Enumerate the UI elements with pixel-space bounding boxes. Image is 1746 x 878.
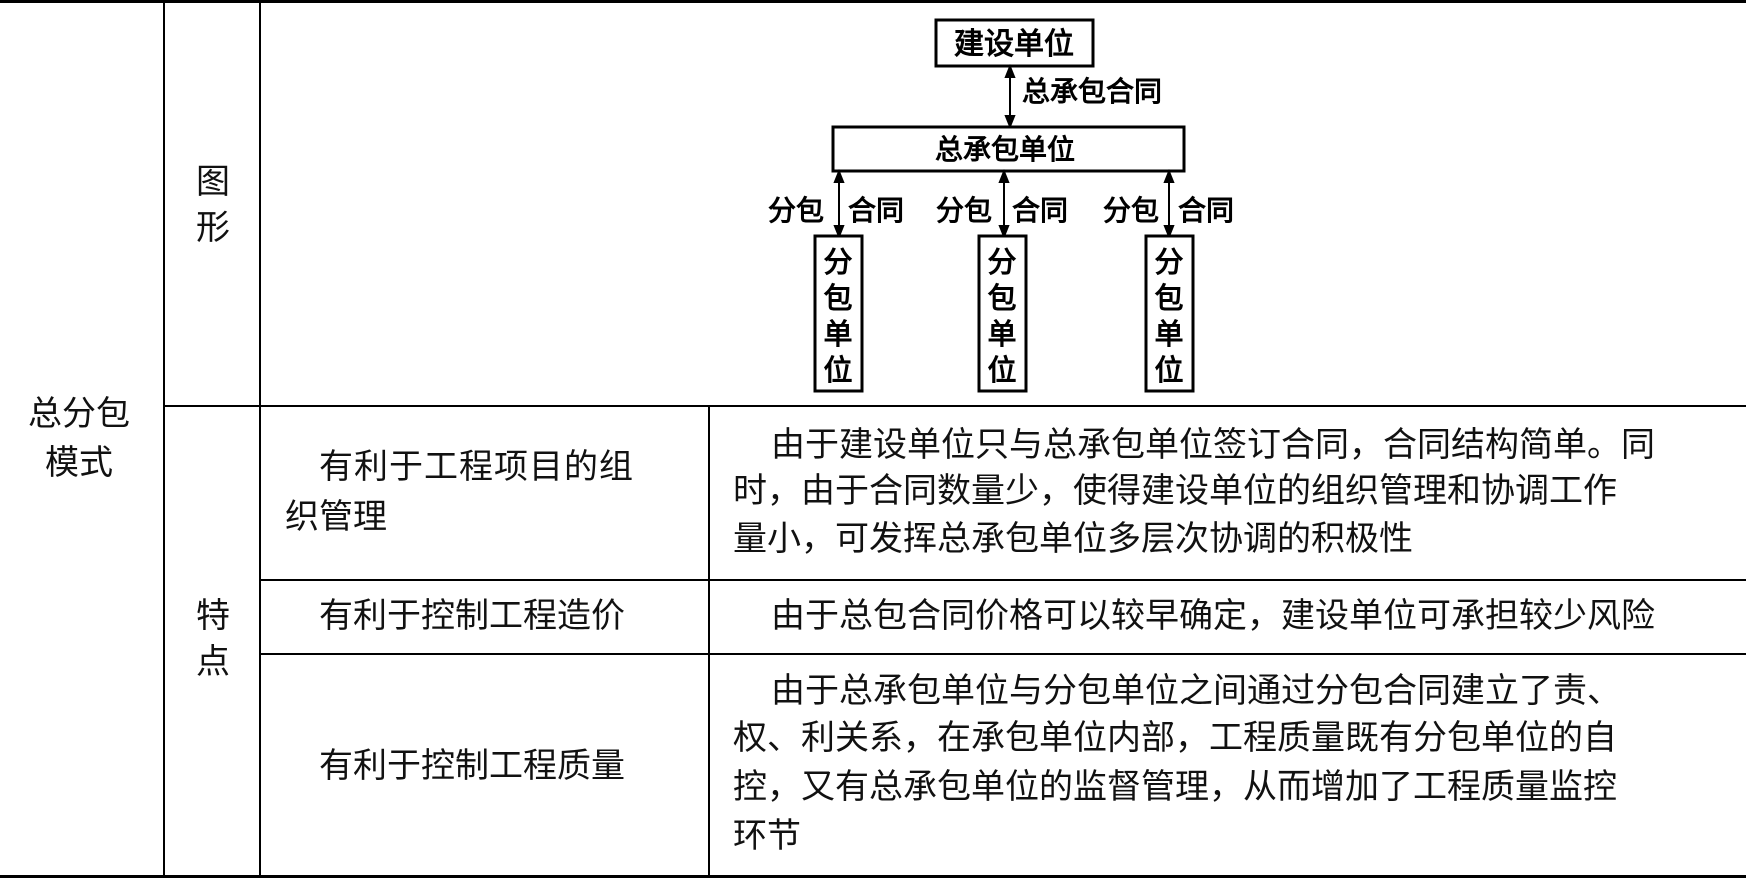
- feature-1-title-line1: 有利于工程项目的组: [319, 447, 634, 487]
- subcontractor-2-char-1: 分: [987, 245, 1016, 279]
- col-divider-3: [708, 405, 710, 878]
- subcontractor-3-char-4: 位: [1154, 353, 1183, 387]
- figure-label-char-2: 形: [196, 208, 230, 248]
- features-label-char-2: 点: [196, 642, 230, 682]
- subcontractor-3-char-1: 分: [1154, 245, 1183, 279]
- feature-3-desc-line1: 由于总承包单位与分包单位之间通过分包合同建立了责、: [771, 671, 1621, 711]
- subcontractor-1-char-2: 包: [823, 281, 852, 315]
- feature-3-desc-line4: 环节: [733, 816, 801, 856]
- subcontractor-1-char-4: 位: [823, 353, 852, 387]
- col-divider-1: [163, 0, 165, 878]
- figure-label-char-1: 图: [196, 162, 230, 202]
- feature-1-desc-line3: 量小，可发挥总承包单位多层次协调的积极性: [733, 519, 1413, 559]
- row-divider-figure: [163, 405, 1746, 407]
- main-contract-label: 总承包合同: [1022, 75, 1162, 108]
- mode-label-line1: 总分包: [28, 394, 130, 434]
- feature-2-desc-line1: 由于总包合同价格可以较早确定，建设单位可承担较少风险: [771, 596, 1655, 636]
- subcontract-right-label-1: 合同: [848, 194, 904, 227]
- general-contractor-label: 总承包单位: [935, 133, 1075, 166]
- subcontract-right-label-2: 合同: [1012, 194, 1068, 227]
- subcontractor-box-1: [813, 234, 864, 393]
- subcontract-right-label-3: 合同: [1178, 194, 1234, 227]
- feature-1-title-line2: 织管理: [285, 497, 387, 537]
- feature-1-desc-line1: 由于建设单位只与总承包单位签订合同，合同结构简单。同: [771, 425, 1655, 465]
- subcontract-left-label-3: 分包: [1103, 194, 1159, 227]
- subcontractor-box-2: [977, 234, 1028, 393]
- row-divider-feature-2: [259, 653, 1746, 655]
- subcontractor-2-char-2: 包: [987, 281, 1016, 315]
- subcontract-left-label-1: 分包: [768, 194, 824, 227]
- subcontractor-2-char-3: 单: [987, 317, 1016, 351]
- feature-1-desc-line2: 时，由于合同数量少，使得建设单位的组织管理和协调工作: [733, 471, 1617, 511]
- subcontractor-1-char-3: 单: [823, 317, 852, 351]
- table-top-border: [0, 0, 1746, 3]
- subcontractor-3-char-2: 包: [1154, 281, 1183, 315]
- subcontractor-3-char-3: 单: [1154, 317, 1183, 351]
- subcontract-left-label-2: 分包: [936, 194, 992, 227]
- subcontractor-1-char-1: 分: [823, 245, 852, 279]
- general-contractor-box: [831, 125, 1186, 173]
- feature-3-title: 有利于控制工程质量: [319, 746, 625, 786]
- features-label-char-1: 特: [196, 596, 230, 636]
- feature-2-title: 有利于控制工程造价: [319, 596, 625, 636]
- feature-3-desc-line3: 控，又有总承包单位的监督管理，从而增加了工程质量监控: [733, 767, 1617, 807]
- subcontractor-2-char-4: 位: [987, 353, 1016, 387]
- table-bottom-border: [0, 875, 1746, 878]
- mode-label-line2: 模式: [45, 443, 113, 483]
- owner-label: 建设单位: [954, 27, 1074, 62]
- subcontractor-box-3: [1144, 234, 1195, 393]
- feature-3-desc-line2: 权、利关系，在承包单位内部，工程质量既有分包单位的自: [733, 718, 1617, 758]
- col-divider-2: [259, 0, 261, 878]
- row-divider-feature-1: [259, 579, 1746, 581]
